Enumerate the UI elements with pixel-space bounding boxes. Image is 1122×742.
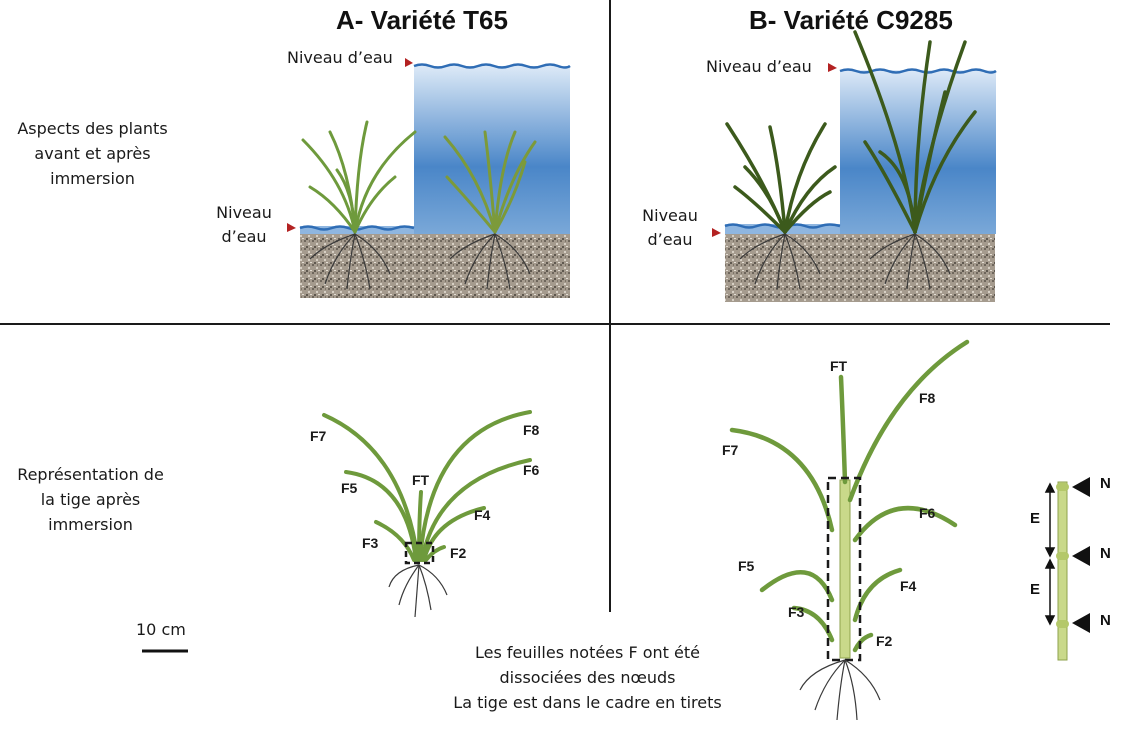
arrow-node-2 (1072, 546, 1090, 566)
plant-b-before (725, 122, 837, 234)
row-label-representation: Représentation de la tige après immersio… (8, 462, 173, 537)
leaf-label-b-f7: F7 (722, 442, 739, 458)
leaf-label-b-f2: F2 (876, 633, 893, 649)
water-label-b-low-line2: d’eau (647, 230, 693, 249)
leaf-label-a-f3: F3 (362, 535, 379, 551)
water-label-a-low-line2: d’eau (221, 227, 267, 246)
row-label-aspects-line2: avant et après (34, 144, 151, 163)
leaf-label-a-f8: F8 (523, 422, 540, 438)
row-label-aspects: Aspects des plants avant et après immers… (10, 116, 175, 191)
panel-a-plants (287, 58, 571, 298)
water-label-a-low-line1: Niveau (216, 203, 272, 222)
leaf-b-f2 (852, 632, 874, 653)
leaf-label-b-f6: F6 (919, 505, 936, 521)
row-label-representation-line3: immersion (48, 515, 133, 534)
marker-a-low (287, 223, 296, 232)
leaf-a-f4 (422, 506, 486, 562)
marker-a-high (405, 58, 413, 67)
plant-a-after (443, 130, 537, 234)
leaf-label-b-ft: FT (830, 358, 848, 374)
water-label-b-low: Niveau d’eau (639, 204, 701, 252)
leaf-label-b-f3: F3 (788, 604, 805, 620)
roots-b-before (739, 233, 821, 290)
caption-note: Les feuilles notées F ont été dissociées… (425, 640, 750, 715)
internode-label-1: E (1030, 510, 1041, 527)
leaf-a-f3 (374, 520, 416, 562)
arrow-node-1 (1072, 477, 1090, 497)
roots-b-after (869, 233, 951, 290)
leaf-label-a-f5: F5 (341, 480, 358, 496)
leaf-b-f4 (852, 567, 903, 623)
waterline-b-high (839, 68, 997, 74)
row-label-aspects-line1: Aspects des plants (17, 119, 168, 138)
leaf-a-f5 (344, 470, 418, 562)
arrow-node-3 (1072, 613, 1090, 633)
leaf-b-f3 (791, 605, 835, 643)
leaf-a-f7 (322, 413, 420, 562)
title-variety-a: A- Variété T65 (336, 5, 508, 35)
marker-b-high (828, 63, 837, 72)
leaf-b-f5 (759, 569, 835, 603)
leaf-b-f8 (847, 339, 970, 503)
title-variety-b: B- Variété C9285 (749, 5, 953, 35)
stem-detail (1044, 477, 1090, 661)
row-label-representation-line1: Représentation de (17, 465, 164, 484)
node-label-2: N (1100, 545, 1111, 562)
stem-detail-segment (1057, 481, 1068, 661)
stem-box-b (826, 476, 862, 662)
caption-note-line1: Les feuilles notées F ont été (475, 643, 700, 662)
leaf-a-f8 (418, 410, 532, 562)
leaf-label-b-f5: F5 (738, 558, 755, 574)
internode-label-2: E (1030, 581, 1041, 598)
node-label-1: N (1100, 475, 1111, 492)
water-label-a-high: Niveau d’eau (287, 48, 393, 67)
leaf-b-f6 (852, 505, 958, 543)
caption-note-line2: dissociées des nœuds (499, 668, 676, 687)
leaf-label-b-f4: F4 (900, 578, 917, 594)
leaf-a-f2 (424, 545, 446, 562)
leaf-label-a-f2: F2 (450, 545, 467, 561)
row-label-representation-line2: la tige après (40, 490, 141, 509)
leaf-label-a-f7: F7 (310, 428, 327, 444)
panel-b-plants (712, 30, 997, 302)
leaf-label-a-f6: F6 (523, 462, 540, 478)
roots-a-stem (388, 564, 448, 618)
leaf-a-ft (417, 490, 423, 562)
node-3 (1056, 620, 1069, 628)
node-1 (1056, 483, 1069, 491)
plant-a-before (301, 120, 417, 234)
caption-note-line3: La tige est dans le cadre en tirets (453, 693, 722, 712)
leaf-label-b-f8: F8 (919, 390, 936, 406)
scale-bar-label: 10 cm (136, 620, 186, 639)
soil-b (725, 234, 995, 302)
water-label-a-low: Niveau d’eau (214, 201, 274, 249)
roots-b-stem (799, 659, 881, 721)
node-label-3: N (1100, 612, 1111, 629)
roots-a-before (309, 233, 391, 290)
leaf-b-f7 (729, 427, 835, 533)
plant-b-after (853, 30, 977, 234)
node-2 (1056, 552, 1069, 560)
stem-diagram-b (729, 339, 970, 721)
waterline-a-high (413, 63, 571, 69)
marker-b-low (712, 228, 721, 237)
stem-b (839, 479, 851, 659)
leaf-label-a-ft: FT (412, 472, 430, 488)
stem-diagram-a (322, 410, 532, 618)
row-label-aspects-line3: immersion (50, 169, 135, 188)
soil-a (300, 234, 570, 298)
water-label-b-high: Niveau d’eau (706, 57, 812, 76)
leaf-label-a-f4: F4 (474, 507, 491, 523)
roots-a-after (449, 233, 531, 290)
water-label-b-low-line1: Niveau (642, 206, 698, 225)
stem-box-a (404, 541, 435, 565)
leaf-b-ft (838, 374, 848, 485)
